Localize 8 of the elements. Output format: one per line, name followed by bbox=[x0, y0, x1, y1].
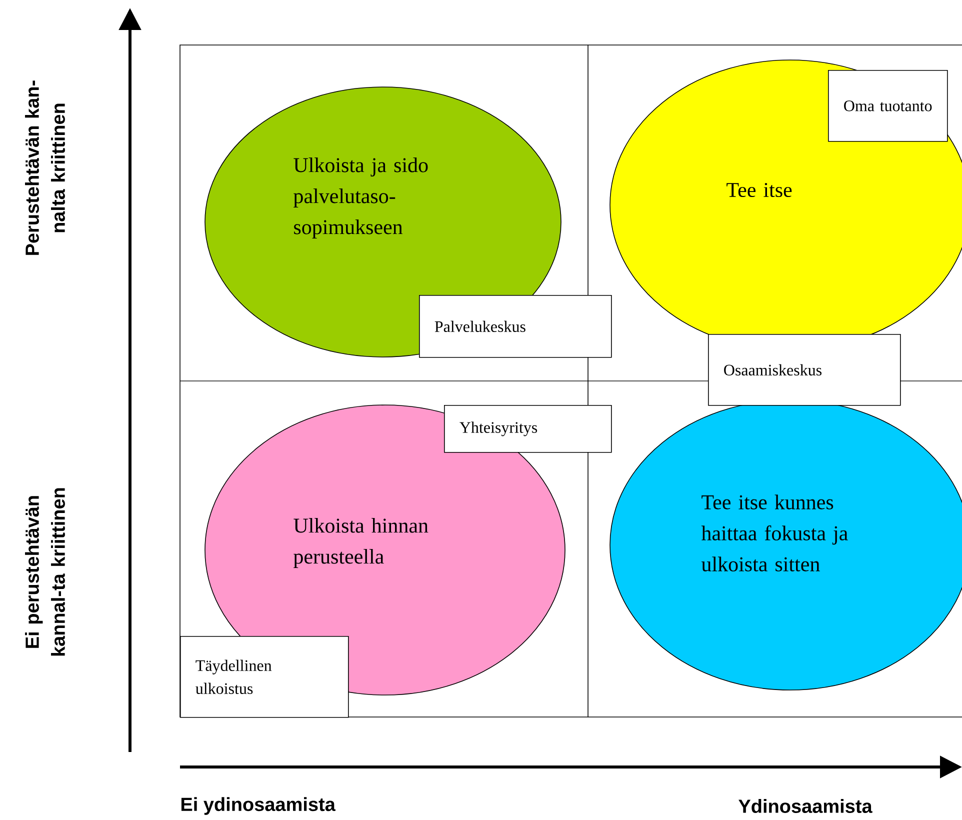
axis-label: Perustehtävän kan-nalta kriittinen bbox=[25, 80, 65, 255]
axis-label: Ei ydinosaamista bbox=[181, 797, 336, 815]
label-box: Osaamiskeskus bbox=[708, 334, 901, 406]
label-box: Yhteisyritys bbox=[444, 405, 612, 453]
axis-label: Ydinosaamista bbox=[738, 799, 872, 813]
axis-label: Ei perustehtävän kannal-ta kriittinen bbox=[25, 488, 65, 656]
label-box: Palvelukeskus bbox=[419, 295, 612, 358]
label-box: Täydellinen ulkoistus bbox=[180, 636, 349, 718]
